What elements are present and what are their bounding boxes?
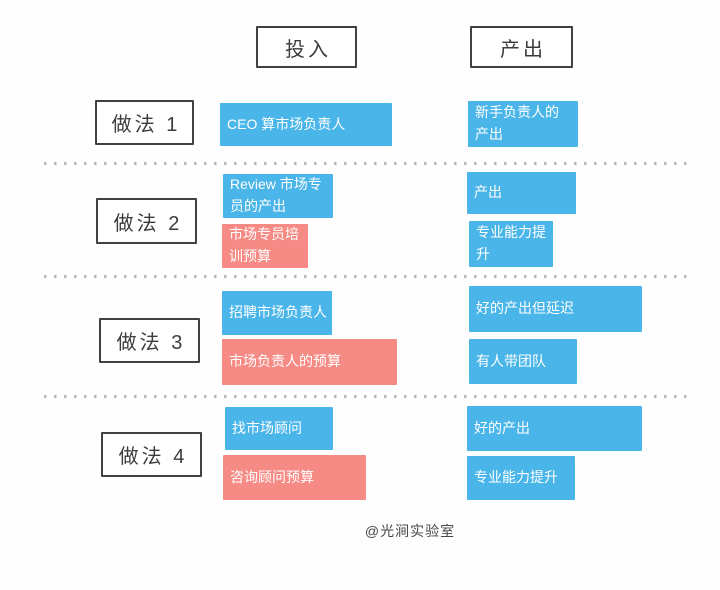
- dotted-separator: [44, 162, 692, 165]
- output-box: 好的产出但延迟: [469, 286, 642, 332]
- input-box: 招聘市场负责人: [222, 291, 332, 335]
- column-header-input: 投入: [256, 26, 357, 68]
- input-cost-box: 市场负责人的预算: [222, 339, 397, 385]
- input-cost-box: 市场专员培训预算: [222, 224, 308, 268]
- dotted-separator: [44, 395, 692, 398]
- output-box: 新手负责人的产出: [468, 101, 578, 147]
- output-box: 产出: [467, 172, 576, 214]
- output-box: 有人带团队: [469, 339, 577, 384]
- output-box: 专业能力提升: [467, 456, 575, 500]
- input-box: Review 市场专员的产出: [223, 174, 333, 218]
- row-label-approach-2: 做法 2: [96, 198, 197, 244]
- input-box: 找市场顾问: [225, 407, 333, 450]
- input-box: CEO 算市场负责人: [220, 103, 392, 146]
- dotted-separator: [44, 275, 692, 278]
- watermark-label: @光涧实验室: [364, 523, 456, 539]
- row-label-approach-3: 做法 3: [99, 318, 200, 363]
- column-header-output: 产出: [470, 26, 573, 68]
- output-box: 专业能力提升: [469, 221, 553, 267]
- row-label-approach-1: 做法 1: [95, 100, 194, 145]
- row-label-approach-4: 做法 4: [101, 432, 202, 477]
- output-box: 好的产出: [467, 406, 642, 451]
- input-cost-box: 咨询顾问预算: [223, 455, 366, 500]
